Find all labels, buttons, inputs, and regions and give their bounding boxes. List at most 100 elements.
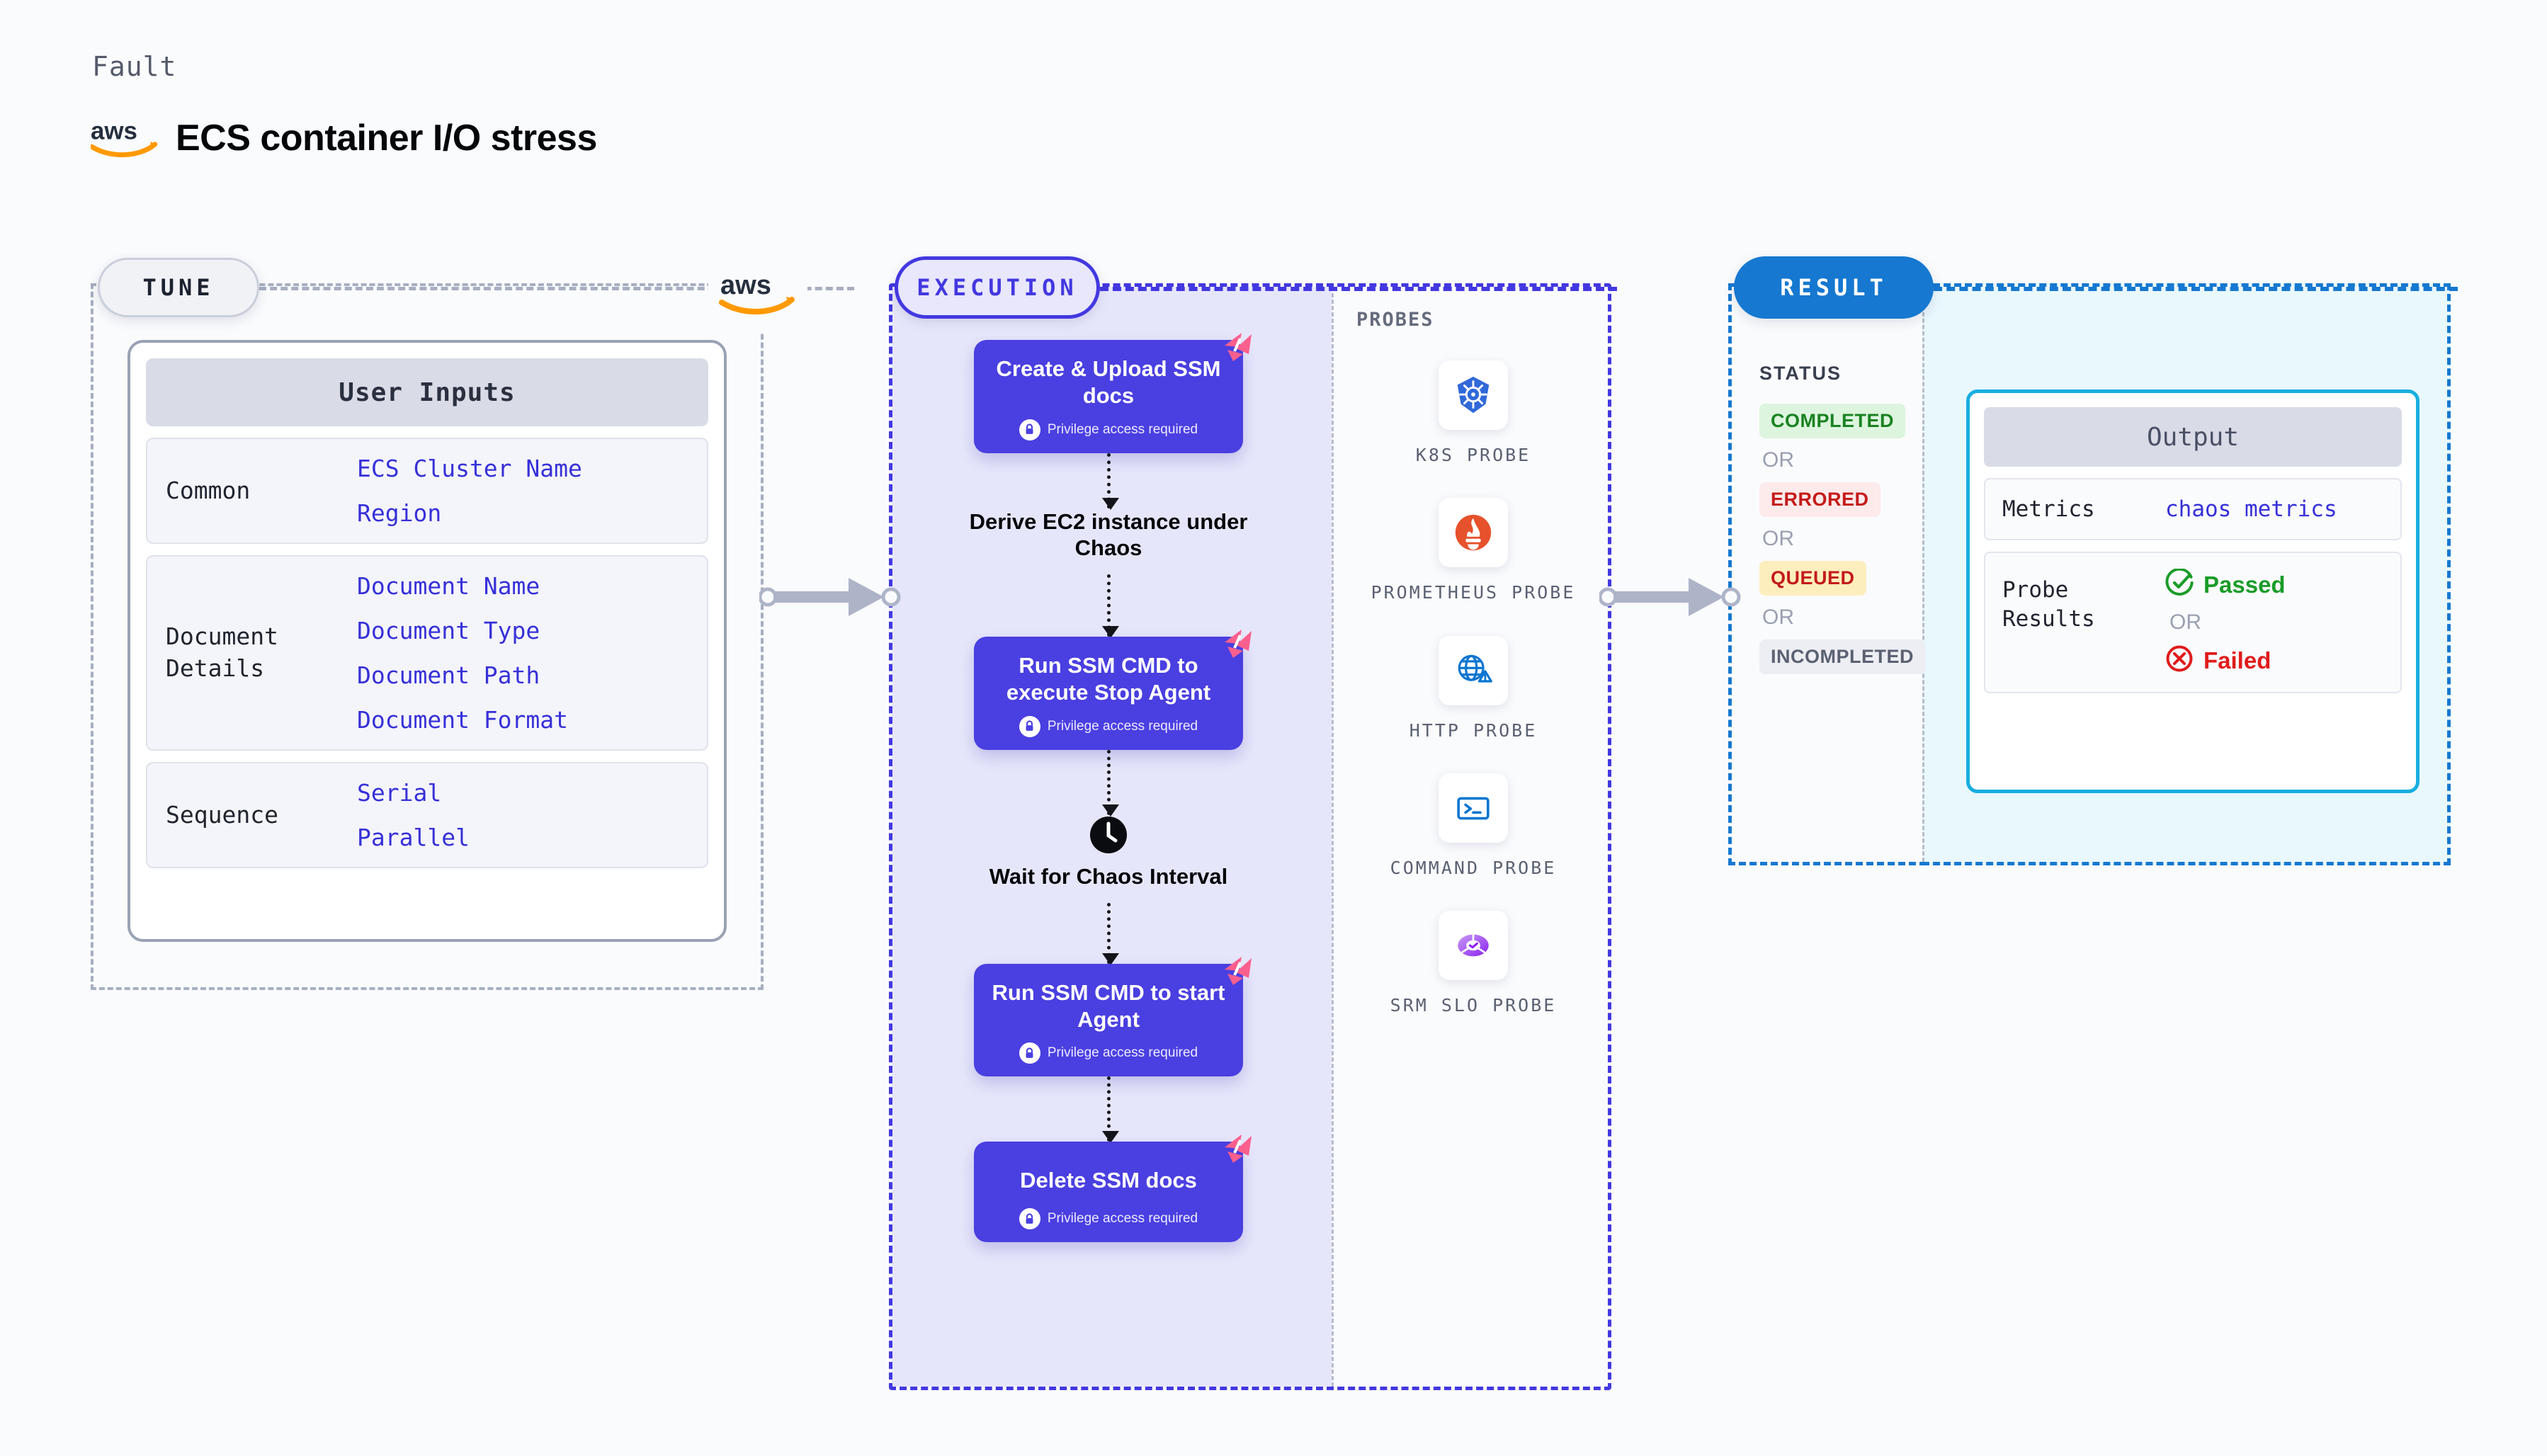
chaos-ribbon-icon bbox=[1218, 950, 1259, 991]
probe-name: K8S PROBE bbox=[1415, 445, 1531, 465]
flow-arrow bbox=[1101, 574, 1119, 639]
privilege-note: Privilege access required bbox=[987, 715, 1230, 737]
input-value[interactable]: Serial bbox=[357, 779, 442, 807]
probe-item[interactable]: PROMETHEUS PROBE bbox=[1356, 498, 1590, 605]
privilege-note: Privilege access required bbox=[987, 1042, 1230, 1064]
status-list: COMPLETED OR ERRORED OR QUEUED OR INCOMP… bbox=[1759, 404, 1926, 674]
lock-icon bbox=[1019, 715, 1040, 737]
output-probe-results-row: Probe Results Passed OR bbox=[1984, 552, 2402, 694]
output-metrics-row: Metrics chaos metrics bbox=[1984, 478, 2402, 541]
input-value[interactable]: Parallel bbox=[357, 824, 470, 851]
execution-panel: EXECUTION Create & Upload SSM docs bbox=[889, 256, 1617, 1390]
tune-pill: TUNE bbox=[98, 258, 259, 317]
probe-item[interactable]: SRM SLO PROBE bbox=[1356, 911, 1590, 1018]
or-label: OR bbox=[1762, 605, 1794, 629]
lock-icon bbox=[1019, 419, 1040, 440]
output-value[interactable]: chaos metrics bbox=[2165, 496, 2337, 523]
privilege-label: Privilege access required bbox=[1047, 718, 1198, 734]
execution-dashed-connector bbox=[1100, 287, 1617, 291]
probes-label: PROBES bbox=[1356, 309, 1434, 331]
execution-probes-divider bbox=[1332, 287, 1334, 1387]
input-value[interactable]: Document Path bbox=[357, 661, 540, 689]
privilege-note: Privilege access required bbox=[987, 1208, 1230, 1230]
terminal-icon bbox=[1439, 773, 1508, 843]
connector-execution-to-result bbox=[1598, 572, 1741, 625]
execution-pill: EXECUTION bbox=[895, 256, 1100, 319]
privilege-label: Privilege access required bbox=[1047, 1211, 1198, 1227]
execution-flow: Create & Upload SSM docs Privilege acces… bbox=[917, 333, 1300, 1243]
execution-step-box[interactable]: Create & Upload SSM docs Privilege acces… bbox=[974, 333, 1252, 453]
flow-arrow bbox=[1101, 749, 1119, 817]
aws-logo-icon: aws bbox=[89, 117, 159, 159]
probe-passed: Passed bbox=[2165, 567, 2286, 601]
status-badge: INCOMPLETED bbox=[1759, 639, 1926, 674]
flow-arrow bbox=[1101, 902, 1119, 965]
aws-logo-icon: aws bbox=[719, 268, 797, 317]
tune-dashed-connector bbox=[259, 287, 854, 290]
output-key: Probe Results bbox=[2002, 577, 2095, 632]
step-title: Run SSM CMD to start Agent bbox=[992, 979, 1225, 1032]
flow-arrow bbox=[1101, 453, 1119, 510]
privilege-label: Privilege access required bbox=[1047, 1045, 1198, 1061]
input-value[interactable]: Document Name bbox=[357, 572, 540, 600]
status-label: STATUS bbox=[1759, 363, 1842, 384]
status-badge: COMPLETED bbox=[1759, 404, 1906, 438]
probe-failed-label: Failed bbox=[2203, 647, 2271, 673]
probe-name: SRM SLO PROBE bbox=[1390, 995, 1557, 1016]
status-badge: QUEUED bbox=[1759, 561, 1866, 596]
user-inputs-card: User Inputs Common ECS Cluster Name Regi… bbox=[127, 340, 727, 942]
output-title: Output bbox=[1984, 407, 2402, 467]
page-eyebrow: Fault bbox=[92, 51, 177, 82]
probes-column: PROBES K8S PROBE bbox=[1356, 309, 1590, 1018]
execution-step-plain: Wait for Chaos Interval bbox=[956, 815, 1261, 890]
probe-item[interactable]: HTTP PROBE bbox=[1356, 635, 1590, 744]
input-value[interactable]: Document Format bbox=[357, 706, 569, 734]
execution-step-plain: Derive EC2 instance under Chaos bbox=[956, 508, 1261, 562]
probe-name: HTTP PROBE bbox=[1409, 720, 1538, 741]
probe-name: PROMETHEUS PROBE bbox=[1371, 582, 1576, 603]
lock-icon bbox=[1019, 1208, 1040, 1230]
result-inner-divider bbox=[1922, 287, 1927, 862]
probe-item[interactable]: K8S PROBE bbox=[1356, 360, 1590, 468]
flow-arrow bbox=[1101, 1076, 1119, 1144]
step-title: Run SSM CMD to execute Stop Agent bbox=[1006, 653, 1211, 705]
srm-slo-icon bbox=[1439, 911, 1508, 980]
input-value[interactable]: Region bbox=[357, 499, 442, 527]
input-group-common: Common ECS Cluster Name Region bbox=[146, 438, 708, 544]
svg-text:aws: aws bbox=[720, 271, 771, 300]
or-label: OR bbox=[1762, 448, 1794, 472]
prometheus-icon bbox=[1439, 498, 1508, 568]
check-circle-icon bbox=[2165, 567, 2194, 601]
input-group-sequence: Sequence Serial Parallel bbox=[146, 762, 708, 868]
probe-item[interactable]: COMMAND PROBE bbox=[1356, 773, 1590, 881]
output-card: Output Metrics chaos metrics Probe Resul… bbox=[1966, 389, 2420, 793]
chaos-ribbon-icon bbox=[1218, 622, 1259, 664]
input-group-label: Document Details bbox=[166, 622, 278, 682]
input-value[interactable]: ECS Cluster Name bbox=[357, 455, 582, 482]
output-key: Metrics bbox=[2002, 496, 2095, 522]
step-title: Delete SSM docs bbox=[1020, 1168, 1197, 1193]
http-globe-icon bbox=[1439, 635, 1508, 705]
kubernetes-icon bbox=[1439, 360, 1508, 430]
privilege-note: Privilege access required bbox=[987, 419, 1230, 440]
aws-badge: aws bbox=[708, 254, 807, 331]
or-label: OR bbox=[1762, 527, 1794, 550]
page-header: aws ECS container I/O stress bbox=[89, 117, 597, 159]
step-title: Create & Upload SSM docs bbox=[996, 356, 1221, 408]
connector-tune-to-execution bbox=[758, 572, 901, 625]
execution-step-box[interactable]: Run SSM CMD to start Agent Privilege acc… bbox=[974, 956, 1252, 1077]
lock-icon bbox=[1019, 1042, 1040, 1064]
page-title: ECS container I/O stress bbox=[176, 118, 597, 159]
tune-panel: TUNE User Inputs Common ECS Cluster Name… bbox=[91, 258, 854, 990]
or-label: OR bbox=[2169, 610, 2201, 635]
chaos-ribbon-icon bbox=[1218, 1127, 1259, 1168]
status-badge: ERRORED bbox=[1759, 482, 1881, 517]
input-group-label: Common bbox=[166, 476, 251, 504]
clock-icon bbox=[1089, 815, 1128, 855]
input-value[interactable]: Document Type bbox=[357, 617, 540, 644]
result-dashed-connector bbox=[1934, 287, 2458, 291]
execution-step-box[interactable]: Delete SSM docs Privilege access require… bbox=[974, 1134, 1252, 1243]
step-title: Wait for Chaos Interval bbox=[989, 863, 1228, 889]
execution-step-box[interactable]: Run SSM CMD to execute Stop Agent Privil… bbox=[974, 630, 1252, 750]
user-inputs-title: User Inputs bbox=[146, 358, 708, 426]
